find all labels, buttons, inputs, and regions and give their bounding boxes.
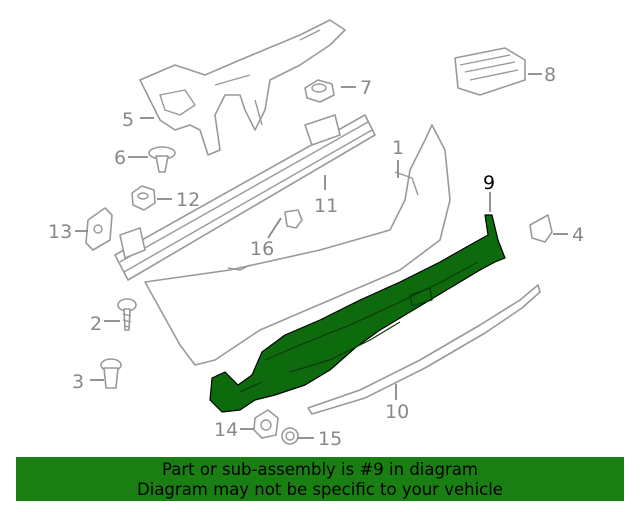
- part-3-rivet: [100, 358, 122, 389]
- part-6-pin: [148, 146, 176, 173]
- callout-10: 10: [385, 401, 409, 423]
- part-info-banner: Part or sub-assembly is #9 in diagram Di…: [16, 457, 624, 501]
- callout-labels: 1 2 3 4 5 6 7 8 9 10 11 12 13 14 15 16: [48, 64, 584, 450]
- part-16-clip: [284, 209, 303, 229]
- part-4-bracket: [529, 214, 553, 243]
- callout-5: 5: [122, 109, 134, 131]
- part-12-nut: [131, 185, 156, 211]
- part-10-strip: [307, 284, 541, 415]
- parts-diagram: 1 2 3 4 5 6 7 8 9 10 11 12 13 14 15 16: [48, 19, 584, 450]
- part-2-screw: [117, 298, 137, 331]
- callout-13: 13: [48, 221, 72, 243]
- callout-16: 16: [250, 238, 274, 260]
- callout-11: 11: [314, 195, 338, 217]
- part-14-sensor: [253, 409, 279, 439]
- callout-2: 2: [90, 313, 102, 335]
- callout-3: 3: [72, 371, 84, 393]
- callout-14: 14: [214, 419, 238, 441]
- callout-1: 1: [392, 137, 404, 159]
- banner-line-1: Part or sub-assembly is #9 in diagram: [162, 460, 478, 479]
- leader-lines: [75, 73, 568, 439]
- part-8-duct: [454, 47, 526, 96]
- callout-7: 7: [360, 77, 372, 99]
- part-13-plate: [85, 207, 113, 251]
- part-9-highlighted: [209, 214, 506, 413]
- part-11-beam: [114, 114, 376, 281]
- part-5-bracket: [139, 19, 346, 156]
- callout-4: 4: [572, 224, 584, 246]
- part-7-nut: [304, 79, 335, 103]
- banner-line-2: Diagram may not be specific to your vehi…: [137, 480, 503, 499]
- callout-6: 6: [114, 147, 126, 169]
- part-1-cover: [144, 124, 451, 366]
- callout-12: 12: [176, 189, 200, 211]
- callout-8: 8: [544, 64, 556, 86]
- callout-15: 15: [318, 428, 342, 450]
- callout-9-highlighted: 9: [483, 172, 495, 194]
- part-15-grommet: [281, 427, 299, 445]
